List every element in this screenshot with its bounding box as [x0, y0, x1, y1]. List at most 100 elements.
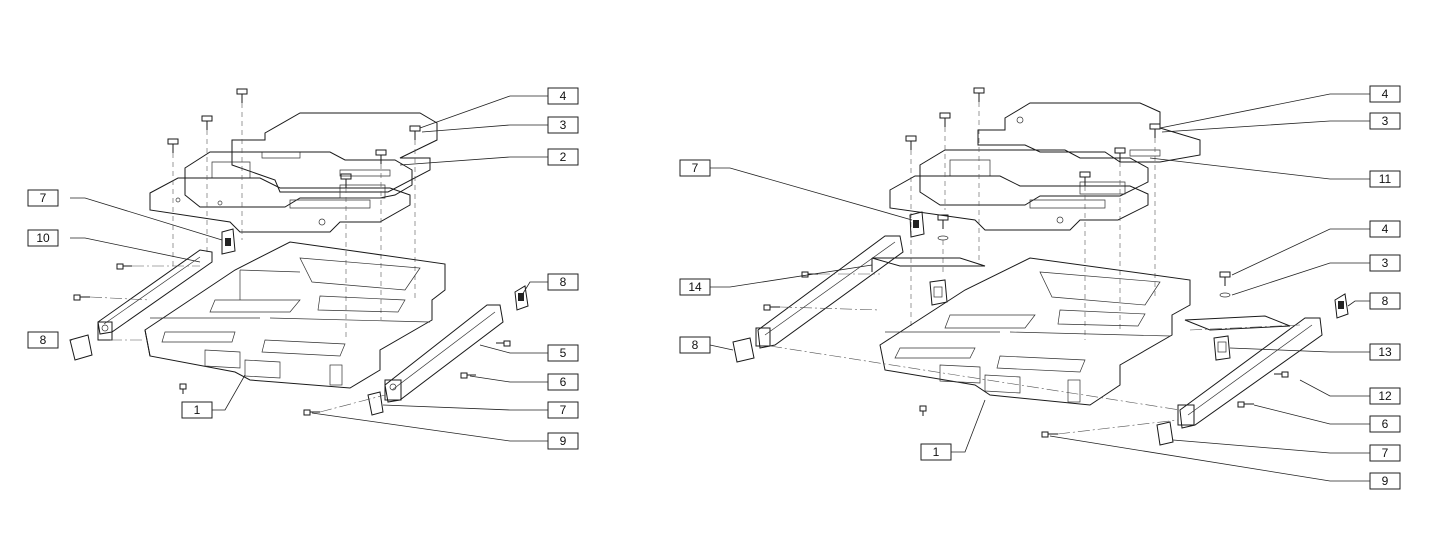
small-screw-icon	[179, 383, 187, 394]
right-left-rail	[755, 235, 986, 349]
left-middle-plate	[184, 151, 413, 208]
callout: 8	[27, 331, 59, 349]
right-middle-plate	[919, 149, 1149, 206]
callout-label: 10	[36, 231, 50, 245]
callout: 7	[1369, 444, 1401, 462]
left-screws	[167, 88, 421, 188]
screw-icon	[905, 135, 917, 150]
callout-label: 11	[1379, 172, 1392, 186]
callout-label: 8	[560, 275, 567, 289]
callout-label: 2	[560, 150, 567, 164]
right-screws	[905, 87, 1231, 286]
end-cap-icon	[1156, 421, 1174, 446]
screw-icon	[236, 88, 248, 103]
end-cap-icon	[732, 337, 755, 363]
callout: 9	[547, 432, 579, 450]
right-bottom-plate	[889, 175, 1149, 231]
callout-label: 7	[692, 161, 699, 175]
screw-icon	[340, 173, 352, 188]
small-screw-icon	[919, 405, 927, 416]
callout: 10	[27, 229, 59, 247]
screw-icon	[409, 125, 421, 140]
screw-icon	[937, 214, 949, 229]
callout-label: 8	[692, 338, 699, 352]
callout: 3	[547, 116, 579, 134]
small-screw-icon	[1237, 401, 1254, 408]
small-screw-icon	[460, 372, 476, 379]
left-assembly: 4 3 2 7 10 8 8 5 6 7 1 9	[27, 87, 579, 450]
small-screw-icon	[116, 263, 132, 270]
callout-label: 1	[194, 403, 201, 417]
callout: 6	[1369, 415, 1401, 433]
clip-icon	[221, 228, 236, 255]
callout: 7	[547, 401, 579, 419]
left-main-tray	[144, 241, 446, 389]
right-assembly: 4 3 11 7 14 4 3 8 8 13 12 6 1 7 9	[679, 85, 1401, 490]
small-screw-icon	[496, 340, 511, 347]
screw-icon	[1079, 171, 1091, 186]
callout-label: 7	[1382, 446, 1389, 460]
end-cap-icon	[69, 334, 93, 361]
callout: 2	[547, 148, 579, 166]
bracket-icon	[1213, 335, 1231, 361]
left-right-rail	[384, 304, 504, 403]
callout: 7	[27, 189, 59, 207]
callout-label: 7	[560, 403, 567, 417]
callout: 6	[547, 373, 579, 391]
left-bottom-plate	[149, 177, 411, 233]
screw-icon	[939, 112, 951, 127]
callout: 3	[1369, 112, 1401, 130]
callout: 1	[181, 401, 213, 419]
callout: 5	[547, 344, 579, 362]
callout: 3	[1369, 254, 1401, 272]
screw-icon	[1114, 147, 1126, 162]
callout: 11	[1369, 170, 1401, 188]
small-screw-icon	[303, 409, 320, 416]
left-side-rail	[97, 249, 213, 341]
callout-label: 4	[1382, 222, 1389, 236]
screw-icon	[1149, 123, 1161, 138]
callout-label: 4	[560, 89, 567, 103]
callout: 1	[920, 443, 952, 461]
callout: 7	[679, 159, 711, 177]
callout: 8	[547, 273, 579, 291]
callout-label: 6	[560, 375, 567, 389]
screw-icon	[973, 87, 985, 102]
callout-label: 14	[688, 280, 702, 294]
callout-label: 3	[1382, 256, 1389, 270]
callout-label: 3	[560, 118, 567, 132]
right-right-rail	[1177, 315, 1323, 429]
clip-icon	[1334, 293, 1349, 319]
callout-label: 6	[1382, 417, 1389, 431]
callout-label: 12	[1378, 389, 1392, 403]
callout-label: 1	[933, 445, 940, 459]
callout: 8	[679, 336, 711, 354]
right-main-tray	[879, 257, 1191, 406]
callout-label: 7	[40, 191, 47, 205]
callout-label: 9	[560, 434, 567, 448]
clip-icon	[514, 285, 529, 311]
callout-label: 8	[1382, 294, 1389, 308]
callout: 8	[1369, 292, 1401, 310]
callout-label: 3	[1382, 114, 1389, 128]
callout-label: 8	[40, 333, 47, 347]
bracket-icon	[929, 279, 948, 306]
small-screw-icon	[73, 294, 90, 301]
callout-label: 9	[1382, 474, 1389, 488]
callout: 14	[679, 278, 711, 296]
right-top-plate	[977, 102, 1201, 163]
callout-label: 13	[1378, 345, 1392, 359]
callout: 9	[1369, 472, 1401, 490]
small-screw-icon	[1041, 431, 1058, 438]
callout: 4	[547, 87, 579, 105]
screw-icon	[167, 138, 179, 153]
small-screw-icon	[763, 304, 780, 311]
callout: 13	[1369, 343, 1401, 361]
callout-label: 5	[560, 346, 567, 360]
screw-icon	[375, 149, 387, 164]
clip-icon	[909, 211, 925, 238]
end-cap-icon	[367, 391, 384, 416]
screw-icon	[1219, 271, 1231, 286]
